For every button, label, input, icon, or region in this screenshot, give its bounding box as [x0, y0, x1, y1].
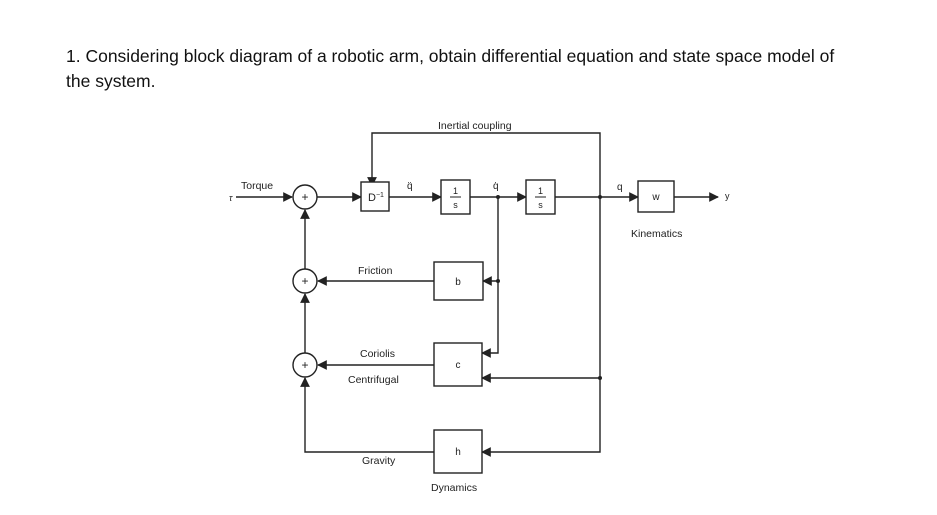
summing-junction-3	[292, 352, 318, 378]
h-block	[433, 429, 483, 474]
w-block-label: w	[651, 192, 660, 203]
friction-label: Friction	[358, 265, 393, 277]
qdot-to-c-path	[481, 281, 499, 358]
q-to-c-path	[481, 197, 601, 383]
d-inverse-block	[360, 181, 390, 212]
coriolis-label: Coriolis	[360, 348, 395, 360]
b-block	[433, 261, 484, 301]
summing-junction-2	[292, 268, 318, 294]
kinematics-label: Kinematics	[631, 228, 682, 240]
sum-sign-1: +	[301, 190, 308, 204]
d-inverse-block-label: D−1	[368, 192, 384, 204]
question-text: 1. Considering block diagram of a roboti…	[66, 44, 906, 94]
torque-label: Torque	[241, 180, 273, 192]
centrifugal-label: Centrifugal	[348, 374, 399, 386]
summing-junction-1	[292, 184, 318, 210]
q-ddot-label: q̈	[407, 181, 413, 192]
junction-dot	[496, 279, 500, 283]
question-line-1: 1. Considering block diagram of a roboti…	[66, 46, 835, 66]
q-to-h-path	[481, 378, 601, 457]
question-line-2: the system.	[66, 71, 156, 91]
sum-sign-3: +	[301, 358, 308, 372]
gravity-label: Gravity	[362, 455, 396, 467]
inertial-coupling-path	[367, 132, 601, 197]
b-block-label: b	[455, 277, 461, 288]
junction-dot	[496, 195, 500, 199]
output-y-symbol: y	[725, 191, 730, 201]
q-label: q	[617, 182, 623, 193]
junction-dot	[598, 376, 602, 380]
integrator-2-denominator: s	[538, 200, 543, 210]
h-block-label: h	[455, 447, 461, 458]
tau-symbol: τ	[229, 193, 233, 203]
q-dot-label: q̇	[493, 181, 499, 192]
c-block	[433, 342, 483, 387]
inertial-coupling-label: Inertial coupling	[438, 120, 512, 132]
integrator-1-numerator: 1	[453, 186, 458, 196]
c-block-label: c	[456, 360, 461, 371]
qdot-to-b-path	[482, 197, 499, 286]
integrator-2-numerator: 1	[538, 186, 543, 196]
junction-dot	[598, 195, 602, 199]
sum-sign-2: +	[301, 274, 308, 288]
integrator-1-denominator: s	[453, 200, 458, 210]
w-block	[637, 180, 675, 213]
dynamics-label: Dynamics	[431, 482, 477, 494]
gravity-feedback-path	[300, 377, 434, 453]
